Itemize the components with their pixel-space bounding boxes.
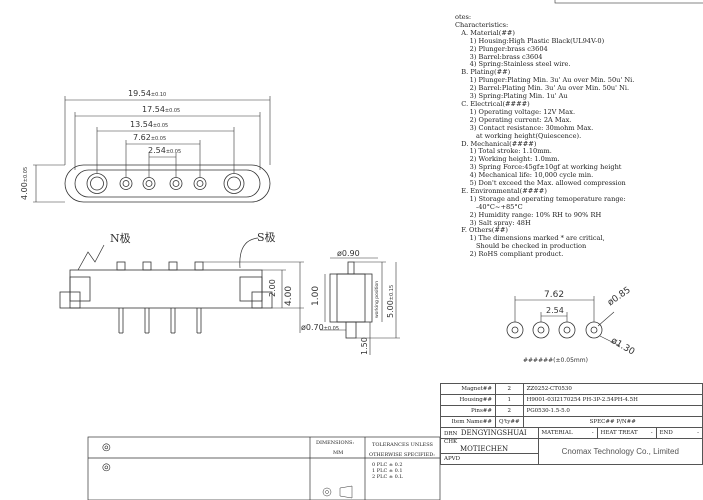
pcb-tolerance-note: ######(±0.05mm) bbox=[523, 357, 588, 364]
note-line: E. Environmental(####) bbox=[455, 186, 547, 195]
bom-qty: 2 bbox=[495, 383, 524, 395]
table-row: APVD bbox=[440, 453, 703, 465]
side-view-outline bbox=[59, 237, 273, 334]
dim-pin-0-90: ø0.90 bbox=[337, 249, 360, 258]
top-view-outline bbox=[64, 164, 271, 203]
apvd-cell: APVD bbox=[440, 453, 539, 465]
note-line: 3) Spring:Plating Min. 1u' Au bbox=[455, 92, 568, 101]
note-line: D. Mechanical(####) bbox=[455, 139, 537, 148]
note-line: 1) The dimensions marked * are critical, bbox=[455, 234, 605, 243]
note-line: Should be checked in production bbox=[455, 242, 587, 251]
company-cell: Cnomax Technology Co., Limited bbox=[537, 438, 703, 465]
note-line: 2) Barrel:Plating Min. 3u' Au over Min. … bbox=[455, 84, 630, 93]
dim-working-position: working position bbox=[375, 280, 380, 318]
note-line: 3) Barrel:brass c3604 bbox=[455, 52, 543, 61]
note-line: A. Material(##) bbox=[455, 28, 515, 37]
dim-pin-0-70: ø0.70±0.05 bbox=[301, 323, 340, 332]
revision-symbol: ◎ bbox=[102, 442, 111, 453]
note-line: -40°C~+85°C bbox=[455, 202, 523, 211]
table-row: Item Name## Q'ty## SPEC## P/N## bbox=[440, 416, 703, 428]
note-line: 2) Plunger:brass c3604 bbox=[455, 44, 548, 53]
pcb-hole-view bbox=[506, 321, 603, 339]
dim-4-00-height: 4.00±0.05 bbox=[20, 166, 29, 200]
dimensions-label: DIMENSIONS: bbox=[316, 440, 355, 446]
otherwise-label: OTHERWISE SPECIFIED: bbox=[369, 452, 435, 458]
pin-view-outline bbox=[329, 261, 373, 339]
projection-symbol bbox=[322, 485, 353, 499]
dim-17-54: 17.54±0.05 bbox=[142, 105, 181, 114]
drn-cell: DRN DENGYINGSHUAI bbox=[440, 427, 539, 439]
note-line: otes: bbox=[455, 13, 472, 21]
dim-2-00: 2.00 bbox=[268, 279, 277, 297]
dim-2-54: 2.54±0.05 bbox=[148, 146, 182, 155]
bom-spec: PG0530-1.5-5.0 bbox=[522, 405, 703, 417]
bom-qty: Q'ty## bbox=[495, 416, 524, 428]
n-pole-label: N极 bbox=[110, 232, 131, 245]
note-line: 4) Spring:Stainless steel wire. bbox=[455, 60, 571, 69]
note-line: 3) Salt spray: 48H bbox=[455, 218, 531, 227]
dim-19-54: 19.54±0.10 bbox=[128, 89, 167, 98]
bom-table: Magnet## 2 ZZ0252-CT0530 Housing## 1 H90… bbox=[440, 383, 703, 465]
note-line: Characteristics: bbox=[455, 20, 509, 29]
tolerance-row: 2 PLC ± 0.L bbox=[372, 474, 403, 480]
dimensions-unit: MM bbox=[333, 450, 344, 456]
dim-7-62: 7.62±0.05 bbox=[133, 133, 167, 142]
dim-pcb-2-54: 2.54 bbox=[546, 306, 564, 315]
note-line: 5) Don't exceed the Max. allowed compres… bbox=[455, 179, 626, 188]
note-line: 2) Operating current: 2A Max. bbox=[455, 115, 572, 124]
note-line: 1) Operating voltage: 12V Max. bbox=[455, 107, 576, 116]
dim-13-54: 13.54±0.05 bbox=[130, 120, 169, 129]
bom-qty: 2 bbox=[495, 405, 524, 417]
note-line: F. Others(##) bbox=[455, 226, 508, 235]
note-line: 1) Plunger:Plating Min. 3u' Au over Min.… bbox=[455, 76, 635, 85]
bom-item-name: Pins## bbox=[440, 405, 496, 417]
note-line: 1) Housing:High Plastic Black(UL94V-0) bbox=[455, 36, 605, 45]
note-line: B. Plating(##) bbox=[455, 68, 511, 77]
table-row: DRN DENGYINGSHUAI MATERIAL - HEAT TREAT … bbox=[440, 427, 703, 439]
dim-pin-1-50: 1.50 bbox=[360, 337, 369, 355]
dim-pcb-7-62: 7.62 bbox=[544, 290, 565, 300]
note-line: 4) Mechanical life: 10,000 cycle min. bbox=[455, 171, 594, 180]
top-right-frame bbox=[554, 0, 703, 4]
end-cell: END - bbox=[655, 427, 703, 439]
note-line: C. Electrical(####) bbox=[455, 99, 530, 108]
bom-qty: 1 bbox=[495, 394, 524, 406]
bom-spec: H9001-03I2170254 PH-3P-2.54PH-4.5H bbox=[522, 394, 703, 406]
top-view-dimension-lines bbox=[33, 96, 271, 203]
bom-spec: ZZ0252-CT0530 bbox=[522, 383, 703, 395]
material-cell: MATERIAL - bbox=[537, 427, 598, 439]
note-line: 1) Storage and operating temoperature ra… bbox=[455, 194, 626, 203]
note-line: 3) Contact resistance: 30mohm Max. bbox=[455, 123, 594, 132]
heat-treat-cell: HEAT TREAT - bbox=[596, 427, 657, 439]
tolerance-row: 0 PLC ± 0.2 bbox=[372, 462, 403, 468]
table-row: Housing## 1 H9001-03I2170254 PH-3P-2.54P… bbox=[440, 394, 703, 406]
note-line: 2) Working height: 1.0mm. bbox=[455, 155, 560, 164]
title-block-frame bbox=[87, 436, 441, 500]
table-row: Pins## 2 PG0530-1.5-5.0 bbox=[440, 405, 703, 417]
side-view-dimension-lines bbox=[203, 261, 304, 333]
revision-symbol: ◎ bbox=[102, 462, 111, 473]
table-row: Magnet## 2 ZZ0252-CT0530 bbox=[440, 383, 703, 395]
dim-pin-5-00: 5.00±0.15 bbox=[386, 284, 395, 318]
note-line: 2) Humidity range: 10% RH to 90% RH bbox=[455, 210, 602, 219]
bom-item-name: Housing## bbox=[440, 394, 496, 406]
characteristics-notes: otes:Characteristics: A. Material(##) 1)… bbox=[455, 13, 635, 259]
dim-pin-1-00: 1.00 bbox=[311, 285, 321, 306]
note-line: 1) Total stroke: 1.10mm. bbox=[455, 147, 552, 156]
bom-item-name: Item Name## bbox=[440, 416, 496, 428]
note-line: at working height(Quiescence). bbox=[455, 131, 582, 140]
pin-view-dimension-lines bbox=[320, 257, 400, 355]
bom-item-name: Magnet## bbox=[440, 383, 496, 395]
pcb-dimension-lines bbox=[514, 296, 621, 347]
s-pole-label: S极 bbox=[257, 231, 276, 244]
note-line: 2) RoHS compliant product. bbox=[455, 250, 564, 259]
tolerances-label: TOLERANCES UNLESS bbox=[372, 442, 433, 448]
dim-4-00: 4.00 bbox=[284, 285, 294, 306]
bom-spec: SPEC## P/N## bbox=[522, 416, 703, 428]
note-line: 3) Spring Force:45gf±10gf at working hei… bbox=[455, 163, 622, 172]
tolerance-row: 1 PLC ± 0.1 bbox=[372, 468, 403, 474]
